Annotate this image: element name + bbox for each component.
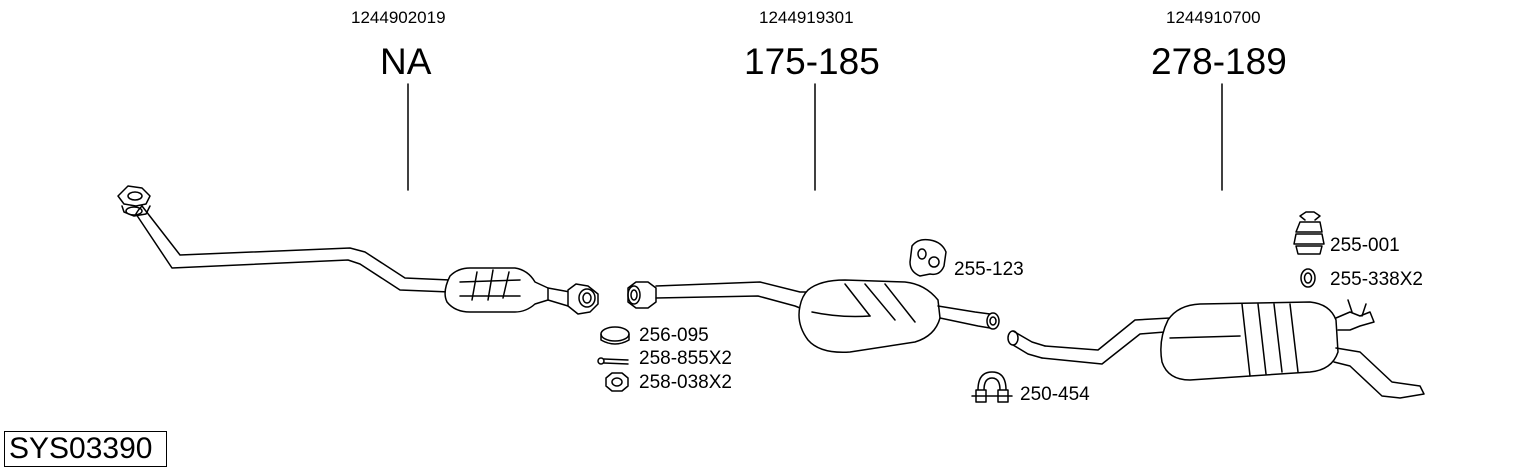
group-code-2: 175-185 (744, 41, 880, 82)
group-code-3: 278-189 (1151, 41, 1287, 82)
clamp-icon (971, 371, 1013, 403)
rubber-ring-icon (1300, 268, 1316, 288)
oe-number-2: 1244919301 (759, 8, 854, 27)
part-label-bolt: 258-855X2 (639, 348, 732, 369)
rear-silencer (1007, 299, 1425, 399)
oe-number-3: 1244910700 (1166, 8, 1261, 27)
part-label-nut: 258-038X2 (639, 372, 732, 393)
part-label-rubber-ring: 255-338X2 (1330, 269, 1423, 290)
cap-icon (600, 326, 630, 345)
system-code-box: SYS03390 (4, 431, 167, 467)
part-label-rubber-mount: 255-123 (954, 259, 1024, 280)
part-label-rubber-buffer: 255-001 (1330, 235, 1400, 256)
front-pipe-catalyst (117, 185, 599, 315)
nut-icon (605, 372, 629, 392)
middle-silencer (627, 279, 1000, 353)
bolt-icon (597, 357, 629, 365)
rubber-buffer-icon (1293, 211, 1325, 255)
group-code-1: NA (380, 41, 432, 82)
oe-number-1: 1244902019 (351, 8, 446, 27)
part-label-cap: 256-095 (639, 325, 709, 346)
rubber-mount-icon (909, 238, 947, 277)
part-label-clamp: 250-454 (1020, 384, 1090, 405)
